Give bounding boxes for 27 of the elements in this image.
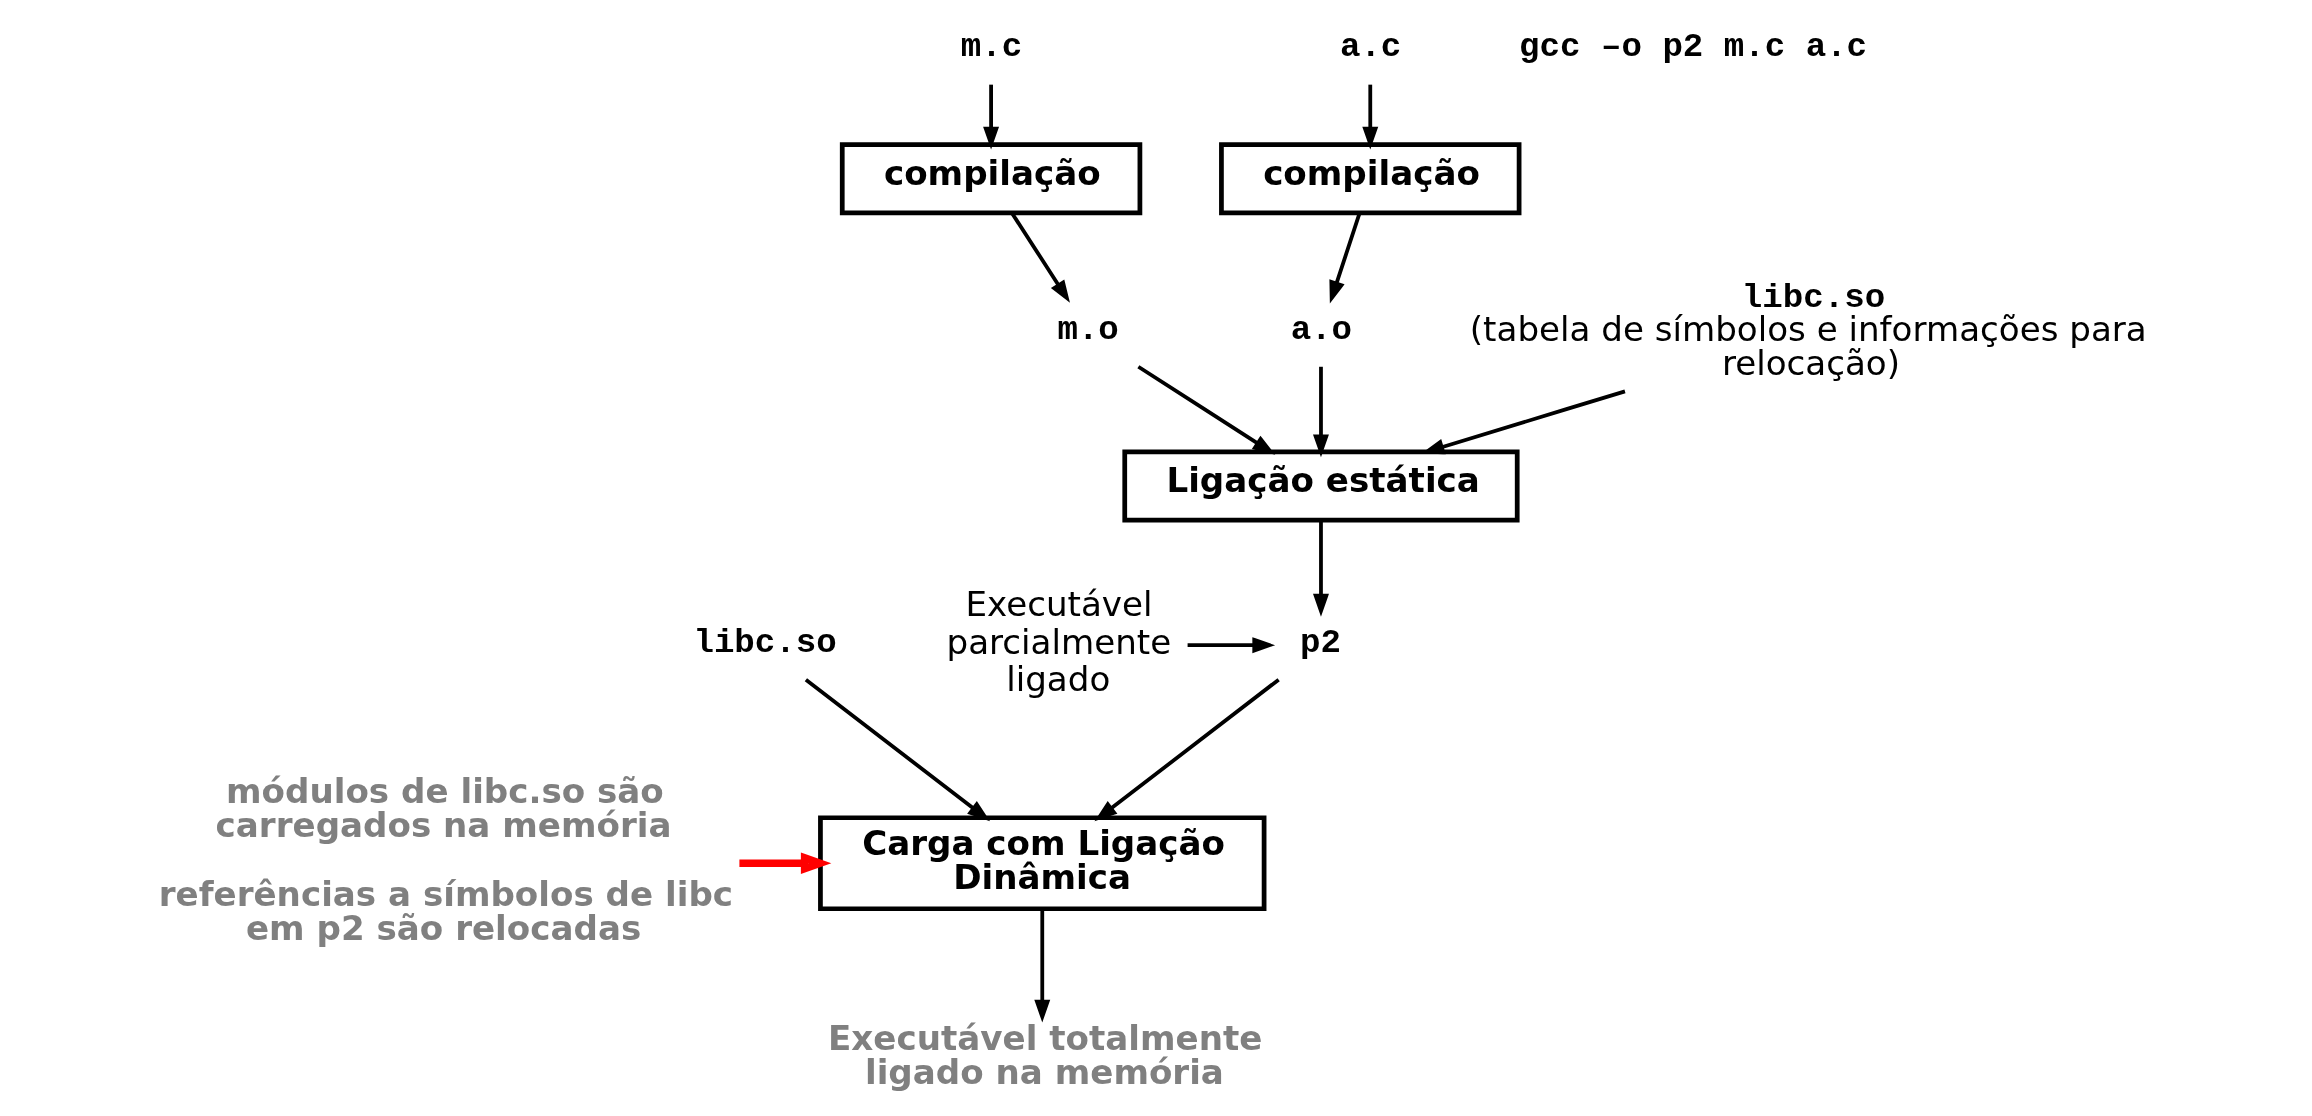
arrow	[1328, 212, 1361, 304]
node-text: p2	[1299, 623, 1341, 662]
node-text: a.c	[1339, 28, 1401, 67]
arrow	[1187, 637, 1275, 654]
node-box: Carga com Ligação Dinâmica	[817, 815, 1266, 912]
node-text: libc.so (tabela de símbolos e informações para relocação)	[1469, 278, 2147, 383]
node-text: Executável parcialmente ligado	[946, 583, 1171, 700]
node-box: compilação	[1218, 142, 1521, 216]
node-text: Executável totalmente ligado na memória	[827, 1017, 1262, 1092]
arrow	[1033, 909, 1050, 1023]
arrow	[1009, 212, 1070, 303]
arrow	[1312, 366, 1329, 458]
arrow	[738, 852, 831, 874]
node-box: compilação	[839, 142, 1142, 216]
node-box: Ligação estática	[1121, 449, 1520, 523]
node-text: a.o	[1290, 310, 1352, 349]
node-text: m.o	[1056, 310, 1119, 349]
arrow	[982, 84, 999, 150]
label: gcc –o p2 m.c a.c	[1518, 28, 1867, 67]
arrow	[1136, 365, 1275, 455]
node-text: módulos de libc.so são carregados na memória referências a símbolos de libc em p2 são relocadas	[158, 771, 733, 948]
arrow	[1312, 520, 1329, 617]
node-text: m.c	[960, 28, 1022, 67]
arrow	[1361, 84, 1378, 150]
node-text: libc.so	[692, 623, 837, 662]
arrow	[804, 678, 990, 822]
arrow	[1093, 678, 1280, 822]
